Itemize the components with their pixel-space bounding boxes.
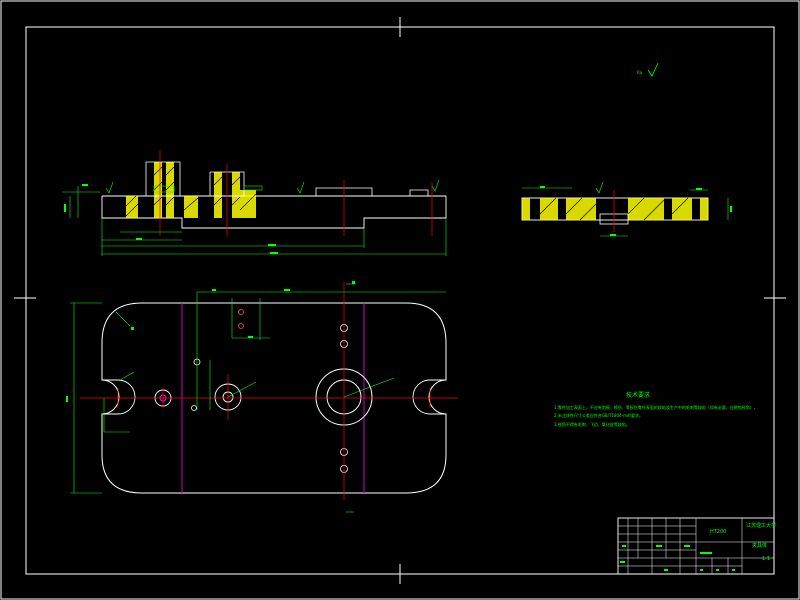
tech-requirement-line-2: 2.未注线性尺寸公差应符合GB/T1804-m的要求。	[554, 412, 643, 418]
drawing-frame	[25, 26, 775, 575]
tech-requirement-line-1: 1.零件加工表面上，不应有划痕、擦伤、等损伤零件表面的缺陷及生产中的毛刺等缺陷（…	[554, 404, 758, 410]
title-block: HT200 江苏理工大学 夹具体 1:1	[617, 517, 776, 575]
roughness-label: Ra	[637, 70, 643, 75]
side-section-view	[521, 181, 732, 237]
tech-requirement-line-3: 3.锐角不得有毛刺、飞边、氧化皮等缺陷。	[554, 421, 630, 427]
front-section-view	[62, 150, 447, 256]
title-block-drawing-name: 夹具体	[752, 542, 767, 549]
center-marks	[14, 17, 786, 584]
title-block-school: 江苏理工大学	[746, 522, 776, 529]
plan-view	[66, 281, 458, 513]
surface-roughness-symbol-icon: Ra	[637, 62, 659, 77]
title-block-material: HT200	[710, 529, 726, 535]
tech-requirements-title: 技术要求	[626, 391, 650, 399]
title-block-scale: 1:1	[762, 556, 770, 562]
technical-requirements: 技术要求 1.零件加工表面上，不应有划痕、擦伤、等损伤零件表面的缺陷及生产中的毛…	[554, 391, 758, 427]
